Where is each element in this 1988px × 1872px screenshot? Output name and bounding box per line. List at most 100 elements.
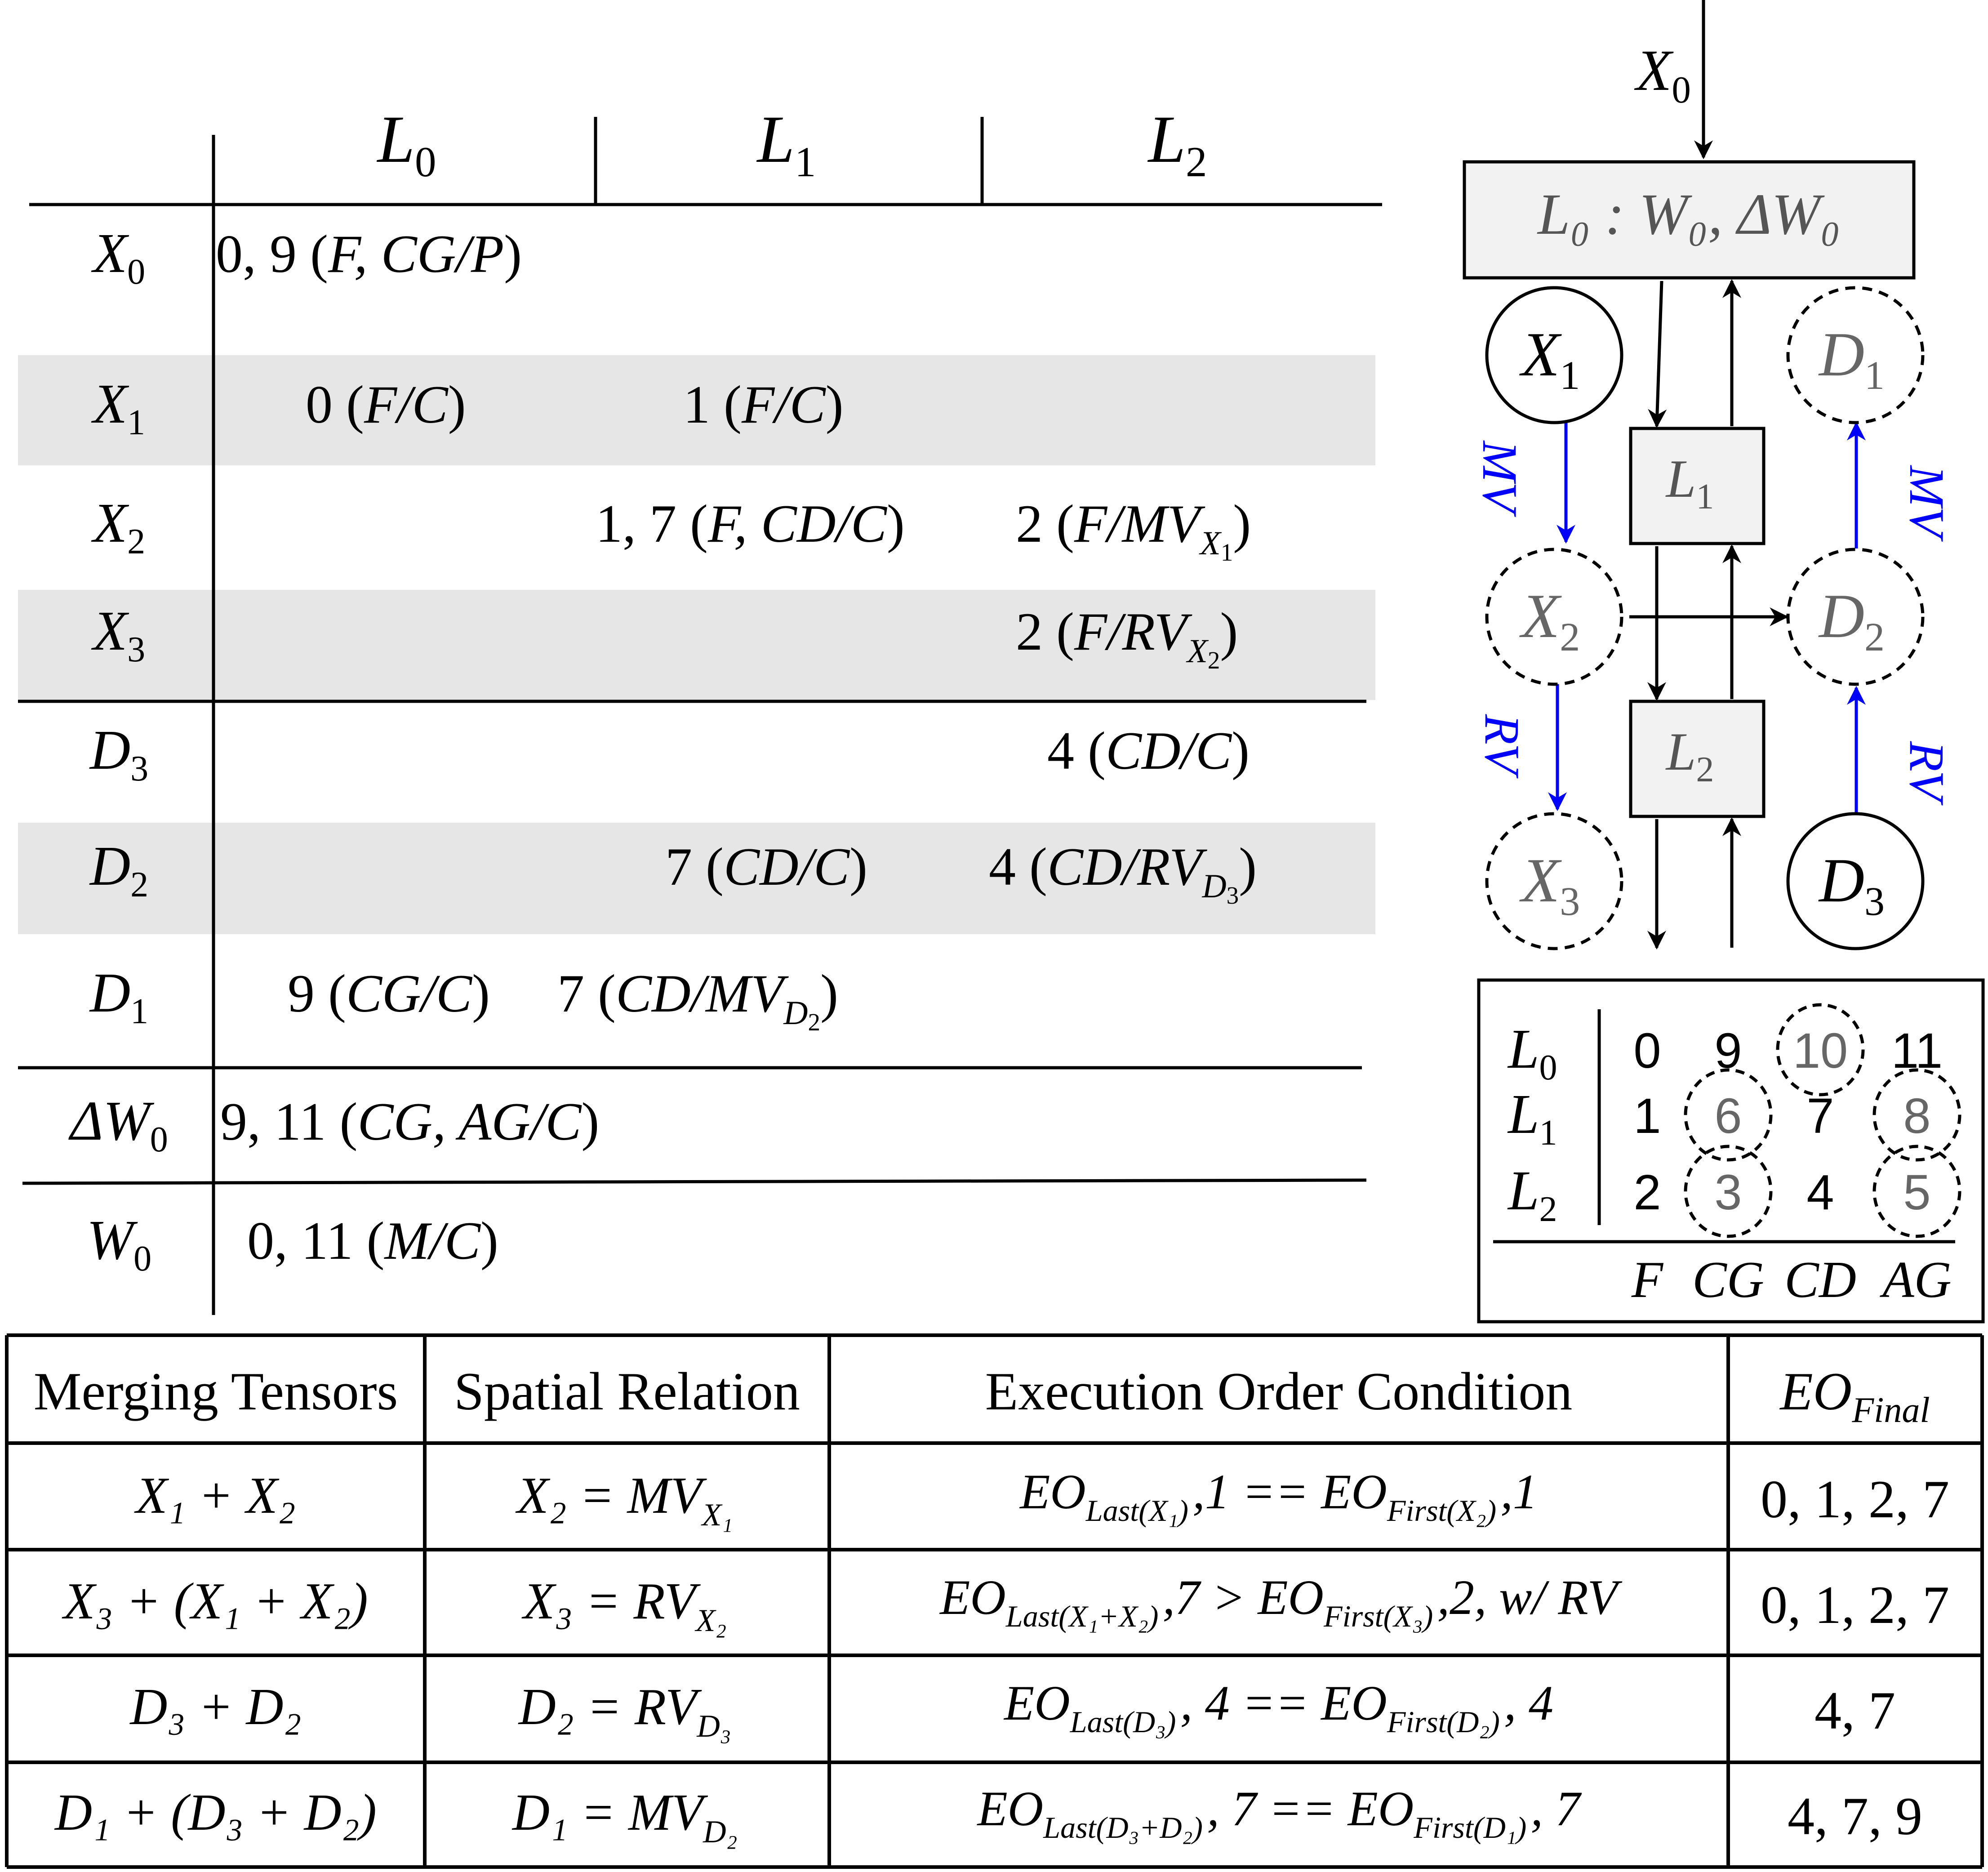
- eo-condition-cell: EOLast(D₃) , 4 == EOFirst(D₂) , 4: [1003, 1676, 1553, 1739]
- grid-col-label: F: [1631, 1251, 1664, 1308]
- layer2-box: [1629, 700, 1766, 818]
- tensor-row-label: ΔW0: [68, 1090, 168, 1159]
- forward-arrow-l0-l1: [1648, 281, 1667, 428]
- lifetime-cell: 0, 11 (M/C): [247, 1211, 498, 1270]
- grid-col-label: CD: [1784, 1251, 1856, 1308]
- merge-table-header: Execution Order Condition: [985, 1361, 1572, 1421]
- lifetime-cell: 2 (F/MVX1): [1016, 494, 1251, 566]
- layer1-box: [1629, 427, 1766, 545]
- node-x2: [1485, 548, 1623, 686]
- eo-final-cell: 0, 1, 2, 7: [1761, 1469, 1949, 1529]
- grid-cell: 8: [1903, 1088, 1930, 1144]
- merge-tensors-cell: D₃ + D₂: [129, 1678, 301, 1735]
- virtual-step-circle: [1872, 1145, 1961, 1238]
- eo-condition-cell: EOLast(X₁) ,1 == EOFirst(X₂) ,1: [1019, 1464, 1538, 1528]
- merge-tensors-cell: D₁ + (D₃ + D₂): [54, 1784, 377, 1841]
- grid-cell: 3: [1714, 1165, 1742, 1220]
- lifetime-cell: 9 (CG/C): [288, 963, 490, 1023]
- grid-row-label: L0: [1507, 1018, 1557, 1088]
- node-x1: [1485, 286, 1623, 424]
- layer1-label: L1: [1665, 449, 1714, 517]
- eo-final-cell: 0, 1, 2, 7: [1761, 1575, 1949, 1635]
- node-label-x1: X1: [1519, 320, 1580, 398]
- grid-row-label: L2: [1507, 1160, 1557, 1229]
- lifetime-cell: 1 (F/C): [683, 374, 844, 434]
- node-label-d2: D2: [1818, 581, 1885, 660]
- tensor-row-label: D2: [89, 835, 148, 905]
- node-label-d3: D3: [1818, 846, 1885, 924]
- lifetime-cell: 0, 9 (F, CG/P): [216, 224, 522, 284]
- eo-condition-cell: EOLast(D₃+D₂) , 7 == EOFirst(D₁) , 7: [977, 1781, 1582, 1845]
- node-x3: [1485, 812, 1623, 950]
- spatial-relation-cell: D₂ = RVD₃: [518, 1678, 735, 1744]
- layer0-label: L₀ : W₀, ΔW₀: [1537, 182, 1841, 247]
- mv-label-right: MV: [1899, 465, 1954, 542]
- lifetime-cell: 0 (F/C): [306, 374, 466, 434]
- merge-table: Merging Tensors Spatial Relation Execution…: [5, 1333, 1984, 1869]
- rv-label-left: RV: [1475, 714, 1530, 779]
- row-shading: [18, 823, 1375, 934]
- lifetime-cell: 9, 11 (CG, AG/C): [220, 1092, 599, 1151]
- layer-column-header: L0: [377, 102, 436, 186]
- tensor-row-label: X2: [91, 492, 145, 562]
- grid-row-label: L1: [1507, 1083, 1557, 1153]
- lifetime-cell: 1, 7 (F, CD/C): [596, 494, 905, 553]
- lifetime-cell: 2 (F/RVX2): [1016, 602, 1238, 674]
- row-shading: [18, 355, 1375, 465]
- grid-col-label: AG: [1879, 1251, 1951, 1308]
- row-shading: [18, 590, 1375, 700]
- layer-column-header: L2: [1147, 102, 1207, 186]
- spatial-relation-cell: X₂ = MVX₁: [515, 1467, 737, 1533]
- grid-cell: 1: [1633, 1088, 1661, 1144]
- merge-table-header: Spatial Relation: [454, 1361, 800, 1421]
- spatial-relation-cell: X₃ = RVX₂: [521, 1573, 731, 1638]
- node-d2: [1786, 548, 1925, 686]
- grid-cell: 0: [1633, 1023, 1661, 1079]
- merge-table-header: EOFinal: [1779, 1361, 1930, 1430]
- virtual-step-circle: [1872, 1068, 1961, 1162]
- grid-cell: 4: [1806, 1165, 1834, 1220]
- tensor-row-label: W0: [87, 1209, 151, 1279]
- layer0-box: [1463, 160, 1916, 280]
- node-label-x3: X3: [1519, 846, 1580, 924]
- tensor-row-label: D3: [89, 719, 148, 789]
- grid-cell: 10: [1793, 1023, 1848, 1079]
- virtual-step-circle: [1684, 1145, 1773, 1238]
- node-d3: [1786, 812, 1925, 950]
- rv-label-right: RV: [1899, 741, 1954, 806]
- eo-final-cell: 4, 7: [1815, 1680, 1895, 1740]
- grid-col-label: CG: [1692, 1251, 1764, 1308]
- mv-label-left: MV: [1472, 440, 1527, 517]
- virtual-step-circle: [1684, 1068, 1773, 1162]
- layer-graph: X0 L₀ : W₀, ΔW₀ L1 L2 MV RV MV RV X1X2X3…: [1463, 0, 1954, 950]
- eo-condition-cell: EOLast(X₁+X₂) ,7 > EOFirst(X₃) ,2, w/ RV: [939, 1570, 1623, 1633]
- tensor-row-label: D1: [89, 962, 148, 1031]
- order-grid-frame: [1477, 978, 1985, 1324]
- lifetime-cell: 7 (CD/C): [665, 837, 867, 896]
- tensor-row-label: X1: [91, 373, 145, 442]
- node-label-x2: X2: [1519, 581, 1580, 660]
- grid-cell: 5: [1903, 1165, 1930, 1220]
- eo-final-cell: 4, 7, 9: [1788, 1786, 1922, 1846]
- lifetime-cell: 4 (CD/RVD3): [989, 837, 1257, 909]
- layer2-label: L2: [1665, 722, 1714, 789]
- node-d1: [1786, 286, 1925, 424]
- node-label-d1: D1: [1818, 320, 1885, 398]
- layer-column-header: L1: [756, 102, 816, 186]
- lifetime-cell: 4 (CD/C): [1047, 721, 1250, 780]
- merge-tensors-cell: X₃ + (X₁ + X₂): [62, 1573, 368, 1630]
- merge-table-header: Merging Tensors: [34, 1361, 398, 1421]
- grid-cell: 7: [1806, 1088, 1834, 1144]
- grid-cell: 6: [1714, 1088, 1742, 1144]
- tensor-row-label: X3: [91, 600, 145, 669]
- grid-cell: 2: [1633, 1165, 1661, 1220]
- spatial-relation-cell: D₁ = MVD₂: [511, 1784, 742, 1850]
- virtual-step-circle: [1776, 1003, 1865, 1096]
- tensor-row-label: X0: [91, 223, 145, 292]
- lifetime-cell: 7 (CD/MVD2): [557, 963, 838, 1036]
- merge-tensors-cell: X₁ + X₂: [134, 1467, 296, 1524]
